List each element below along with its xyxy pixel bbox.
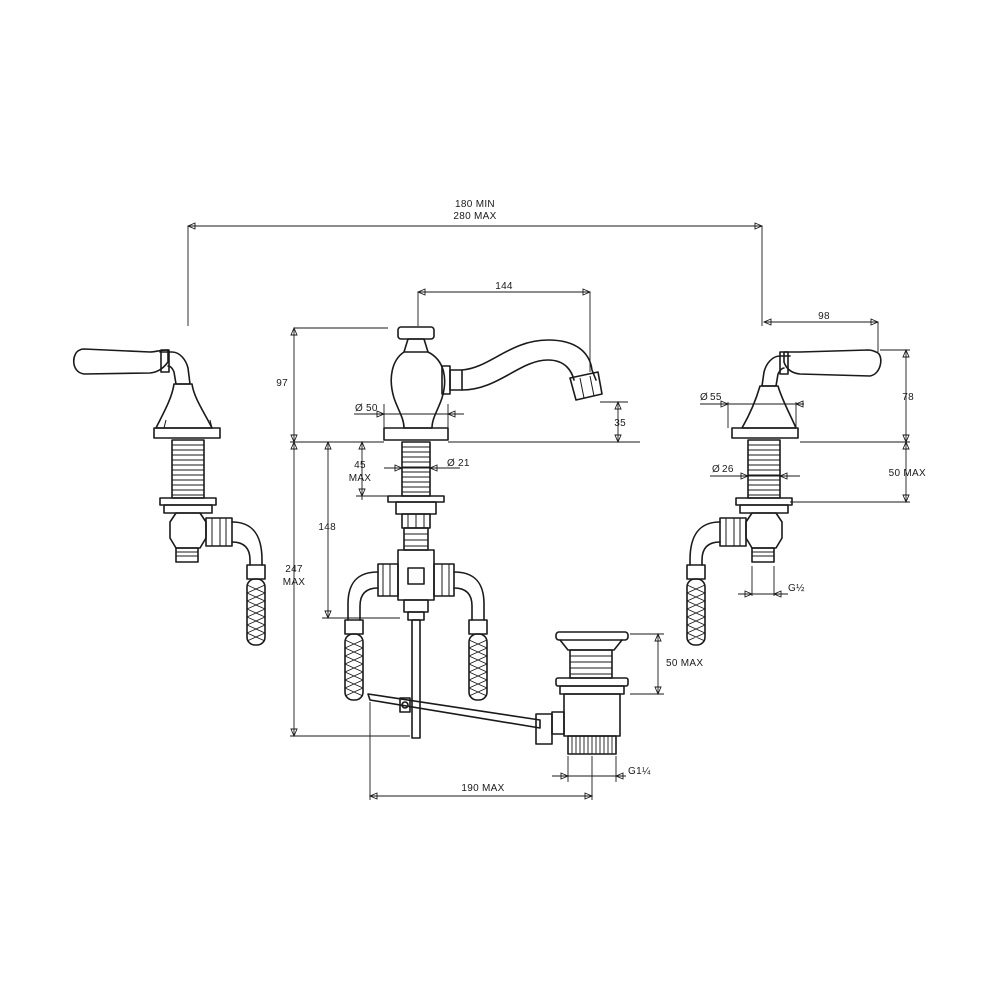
right-handle-valve <box>686 349 882 646</box>
waste-deck-max-label: 50 MAX <box>666 658 703 669</box>
spread-max-label: 280 MAX <box>453 211 496 222</box>
spout-base-dia-label: 50 <box>366 403 378 414</box>
handle-base-dia-label: 55 <box>710 392 722 403</box>
total-below-suffix: MAX <box>283 577 306 588</box>
diameter-symbol: Ø <box>712 464 720 475</box>
diameter-symbol: Ø <box>700 392 708 403</box>
handle-shank-diameter: Ø 26 <box>712 464 734 475</box>
handle-height-label: 78 <box>902 392 914 403</box>
spout-reach-label: 144 <box>495 281 513 292</box>
popup-rod-label: 190 MAX <box>461 783 504 794</box>
central-spout <box>344 326 603 745</box>
handle-deck-max-label: 50 MAX <box>889 468 926 479</box>
spout-height-label: 97 <box>276 378 288 389</box>
dimension-lines <box>186 222 910 800</box>
waste-thread-label: G1¼ <box>628 765 651 777</box>
spout-base-diameter: Ø 50 <box>355 403 378 414</box>
connector-length-label: 148 <box>318 522 336 533</box>
handle-shank-dia-label: 26 <box>722 464 734 475</box>
left-handle-valve <box>72 348 266 646</box>
spout-shank-diameter: Ø 21 <box>447 458 470 469</box>
deck-max-suffix: MAX <box>349 473 372 484</box>
total-below-label: 247 <box>285 564 303 575</box>
spread-min-label: 180 MIN <box>455 199 495 210</box>
handle-thread-label: G½ <box>788 583 805 594</box>
diameter-symbol: Ø <box>447 458 455 469</box>
spout-outlet-height-label: 35 <box>614 418 626 429</box>
deck-max-label: 45 <box>354 460 366 471</box>
handle-base-diameter: Ø 55 <box>700 392 722 403</box>
pop-up-waste <box>551 631 629 755</box>
diameter-symbol: Ø <box>355 403 363 414</box>
handle-reach-label: 98 <box>818 311 830 322</box>
spout-shank-dia-label: 21 <box>458 458 470 469</box>
dimension-labels: 180 MIN 280 MAX 144 98 97 78 Ø 50 35 Ø 5… <box>276 199 926 794</box>
